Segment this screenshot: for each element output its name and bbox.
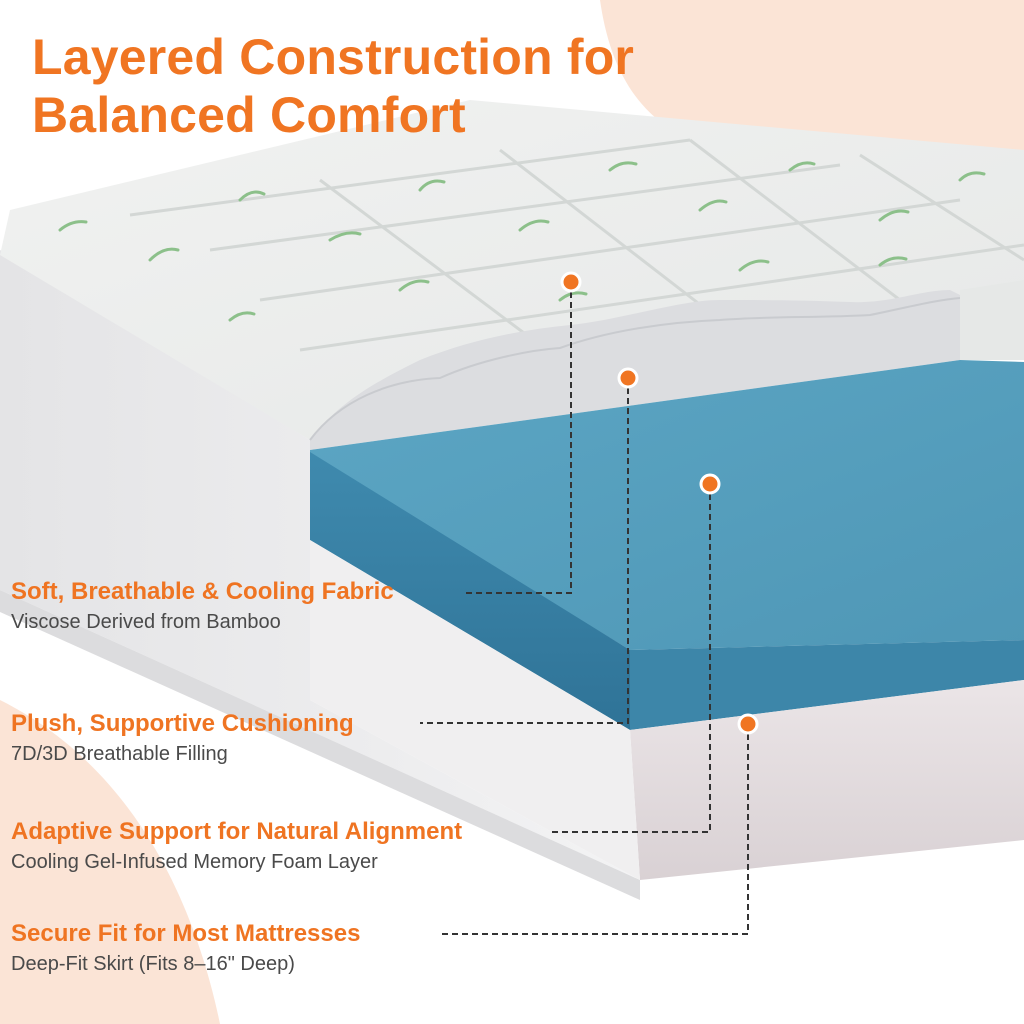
leader-line-skirt (440, 724, 749, 935)
bamboo-leaf-pattern (58, 161, 986, 322)
feature-heading: Secure Fit for Most Mattresses (11, 920, 361, 947)
skirt-side (0, 250, 640, 880)
page-title: Layered Construction for Balanced Comfor… (32, 28, 634, 144)
title-line-1: Layered Construction for (32, 29, 635, 85)
feature-description: Cooling Gel-Infused Memory Foam Layer (11, 851, 378, 873)
feature-description: Deep-Fit Skirt (Fits 8–16" Deep) (11, 953, 295, 975)
skirt-front (630, 680, 1024, 880)
callout-markers (560, 271, 759, 735)
feature-fabric: Soft, Breathable & Cooling Fabric Viscos… (11, 578, 394, 634)
feature-heading: Adaptive Support for Natural Alignment (11, 818, 463, 845)
leader-line-filling (420, 378, 629, 724)
plush-filling (310, 290, 960, 450)
quilt-seams (129, 138, 1024, 362)
leader-line-foam (552, 484, 711, 833)
quilted-top (0, 100, 1024, 440)
filling-scallops (309, 297, 961, 441)
feature-description: 7D/3D Breathable Filling (11, 743, 228, 765)
memory-foam-right (630, 640, 1024, 730)
callout-dot-filling (617, 367, 639, 389)
skirt-bottom-edge (0, 590, 640, 900)
memory-foam-front (310, 452, 630, 730)
feature-skirt: Secure Fit for Most Mattresses Deep-Fit … (11, 920, 360, 976)
feature-description: Viscose Derived from Bamboo (11, 611, 281, 633)
background-blob-bottom (0, 700, 220, 1024)
title-line-2: Balanced Comfort (32, 87, 466, 143)
callout-dot-skirt (737, 713, 759, 735)
feature-filling: Plush, Supportive Cushioning 7D/3D Breat… (11, 710, 354, 766)
callout-dot-fabric (560, 271, 582, 293)
skirt-left-face (310, 540, 640, 880)
leader-lines (420, 282, 749, 935)
feature-memory-foam: Adaptive Support for Natural Alignment C… (11, 818, 462, 874)
feature-heading: Plush, Supportive Cushioning (11, 710, 354, 737)
background-blob-top (600, 0, 1024, 159)
callout-dot-foam (699, 473, 721, 495)
leader-line-fabric (464, 282, 572, 594)
feature-heading: Soft, Breathable & Cooling Fabric (11, 578, 394, 605)
quilted-edge-right (960, 280, 1024, 360)
memory-foam-top (310, 360, 1024, 650)
